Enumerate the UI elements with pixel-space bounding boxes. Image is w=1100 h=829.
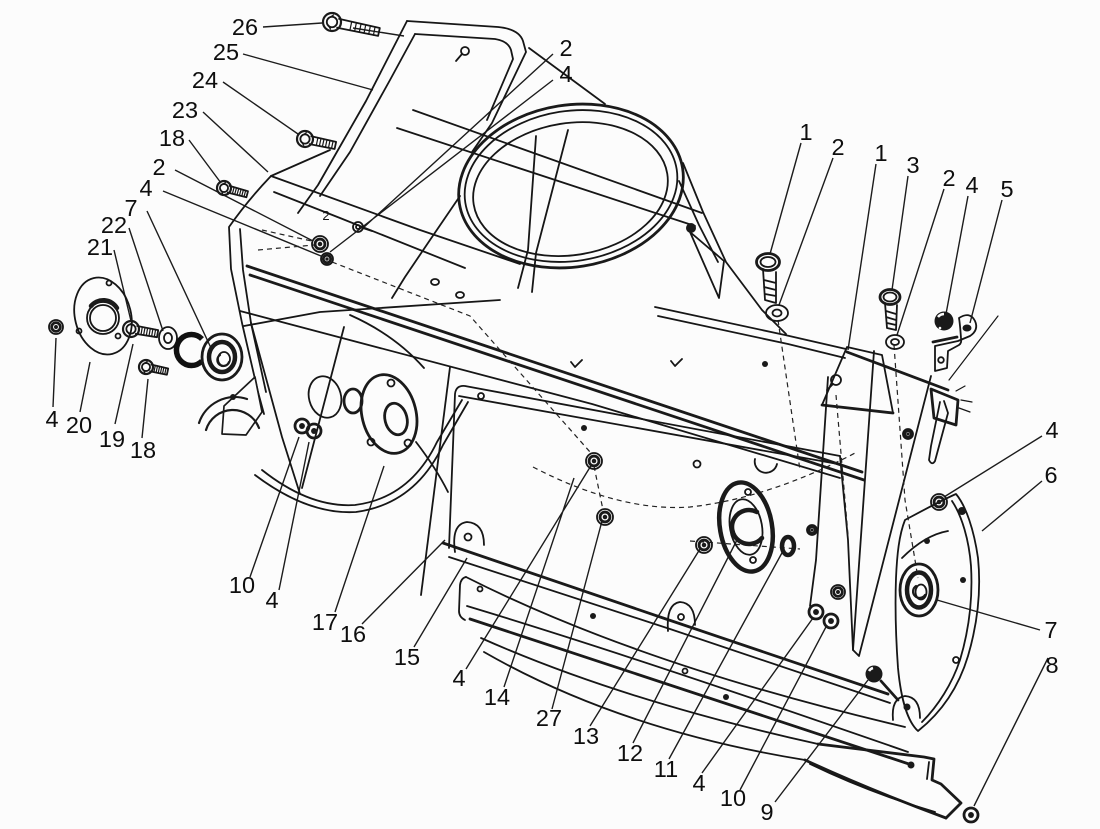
svg-text:2: 2 (559, 35, 572, 61)
svg-text:10: 10 (229, 572, 255, 598)
svg-text:6: 6 (1044, 462, 1057, 488)
svg-text:4: 4 (1045, 417, 1058, 443)
svg-text:18: 18 (159, 125, 185, 151)
svg-text:11: 11 (654, 756, 678, 782)
svg-text:4: 4 (965, 172, 978, 198)
svg-text:16: 16 (340, 621, 366, 647)
svg-text:4: 4 (45, 406, 58, 432)
svg-text:27: 27 (536, 705, 562, 731)
svg-text:25: 25 (213, 39, 239, 65)
svg-text:24: 24 (192, 67, 218, 93)
svg-text:5: 5 (1000, 176, 1013, 202)
svg-text:9: 9 (760, 799, 773, 825)
svg-text:12: 12 (617, 740, 643, 766)
svg-text:17: 17 (312, 609, 338, 635)
svg-text:14: 14 (484, 684, 510, 710)
svg-text:15: 15 (394, 644, 420, 670)
svg-text:4: 4 (559, 61, 572, 87)
svg-text:7: 7 (124, 195, 137, 221)
svg-text:23: 23 (172, 97, 198, 123)
svg-text:4: 4 (139, 175, 152, 201)
svg-text:7: 7 (1044, 617, 1057, 643)
svg-text:21: 21 (87, 234, 113, 260)
svg-text:26: 26 (232, 14, 258, 40)
svg-text:2: 2 (322, 208, 329, 223)
svg-text:4: 4 (265, 587, 278, 613)
svg-text:8: 8 (1045, 652, 1058, 678)
svg-text:22: 22 (101, 212, 127, 238)
svg-text:3: 3 (906, 152, 919, 178)
svg-text:2: 2 (831, 134, 844, 160)
svg-text:1: 1 (799, 119, 812, 145)
svg-text:10: 10 (720, 785, 746, 811)
svg-text:13: 13 (573, 723, 599, 749)
svg-text:2: 2 (152, 154, 165, 180)
svg-text:2: 2 (942, 165, 955, 191)
svg-text:19: 19 (99, 426, 125, 452)
svg-text:18: 18 (130, 437, 156, 463)
svg-text:4: 4 (452, 665, 465, 691)
svg-text:1: 1 (874, 140, 887, 166)
svg-text:20: 20 (66, 412, 92, 438)
svg-text:4: 4 (692, 770, 705, 796)
